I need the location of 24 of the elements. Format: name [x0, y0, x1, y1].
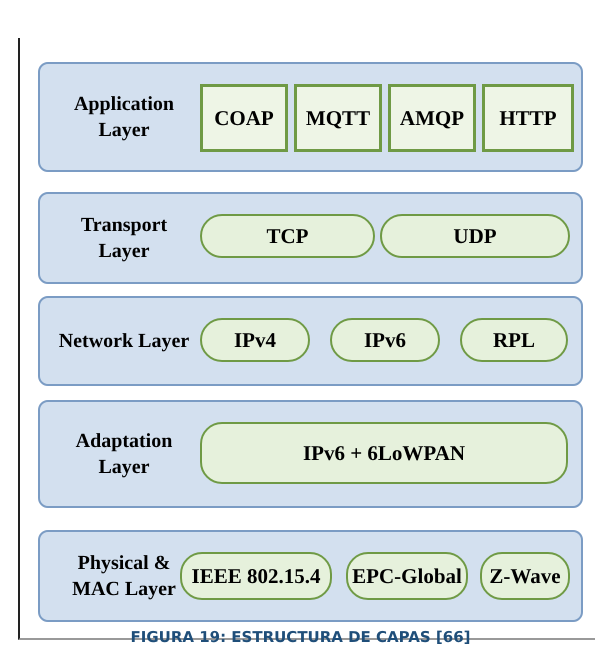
protocol-box: Z-Wave: [480, 552, 570, 600]
protocol-box: IPv6: [330, 318, 440, 362]
protocol-box: TCP: [200, 214, 375, 258]
protocol-box: COAP: [200, 84, 288, 152]
protocol-box: MQTT: [294, 84, 382, 152]
protocol-box: IPv4: [200, 318, 310, 362]
layer-title: Physical & MAC Layer: [71, 551, 177, 602]
layer-title: Application Layer: [72, 92, 176, 143]
layer-panel: [38, 400, 583, 508]
layer-panel: [38, 530, 583, 622]
protocol-box: IEEE 802.15.4: [180, 552, 332, 600]
layer-title: Transport Layer: [80, 213, 168, 264]
protocol-box: AMQP: [388, 84, 476, 152]
protocol-box: IPv6 + 6LoWPAN: [200, 422, 568, 484]
protocol-box: UDP: [380, 214, 570, 258]
layer-panel: [38, 296, 583, 386]
layer-panel: [38, 62, 583, 172]
layer-title: Adaptation Layer: [74, 429, 174, 480]
protocol-box: RPL: [460, 318, 568, 362]
figure-caption: FIGURA 19: ESTRUCTURA DE CAPAS [66]: [130, 628, 472, 646]
layer-panel: [38, 192, 583, 284]
protocol-box: EPC-Global: [346, 552, 468, 600]
protocol-box: HTTP: [482, 84, 574, 152]
layer-title: Network Layer: [58, 329, 190, 354]
